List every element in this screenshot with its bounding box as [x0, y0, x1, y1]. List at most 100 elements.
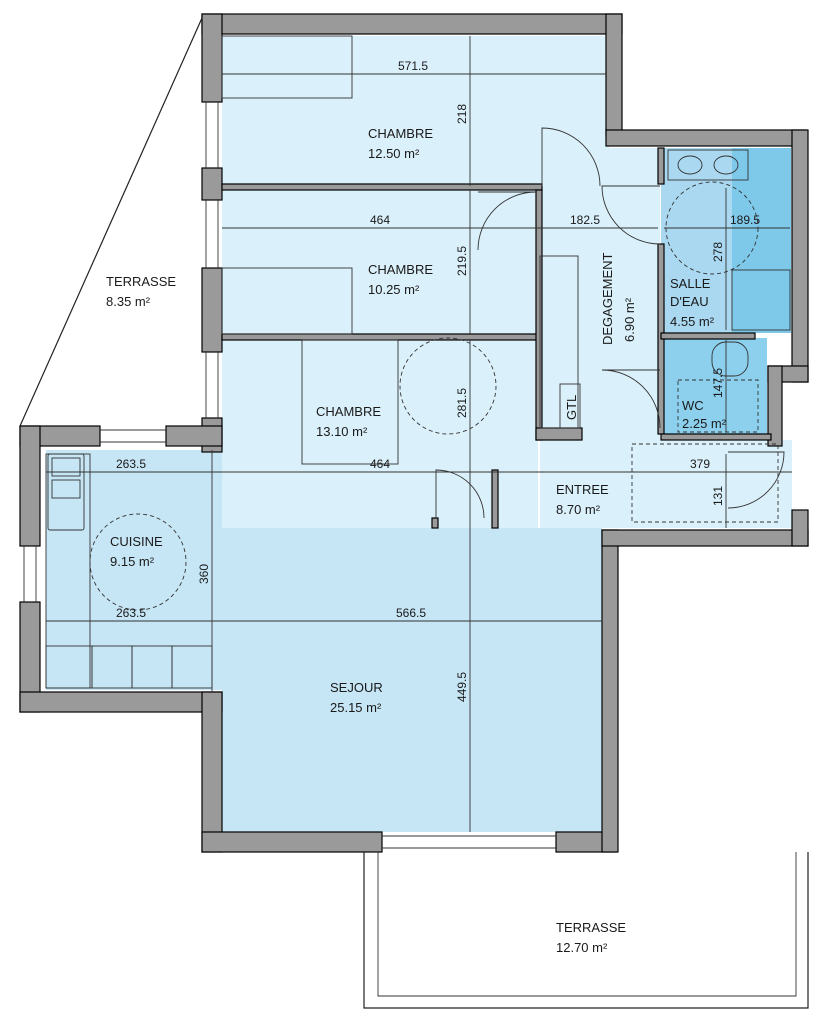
bed-bed3	[301, 339, 399, 465]
wall-top	[201, 13, 623, 35]
wall-cuisine-bottom	[19, 691, 223, 713]
label-cuisine: CUISINE	[110, 534, 163, 549]
label-chambre-3: CHAMBRE	[316, 404, 381, 419]
turning-circle-bed3	[399, 337, 497, 435]
chambre-2-fill	[222, 190, 540, 337]
area-chambre-2: 10.25 m²	[368, 282, 420, 297]
dim-263-5-b: 263.5	[116, 606, 146, 620]
dim-278: 278	[711, 242, 725, 262]
cuisine-fill	[46, 450, 222, 690]
wall-cuisine-left	[19, 425, 41, 547]
doors	[435, 127, 785, 519]
label-salle-deau-1: SALLE	[670, 276, 711, 291]
label-chambre-1: CHAMBRE	[368, 126, 433, 141]
dim-449-5: 449.5	[455, 672, 469, 702]
area-chambre-1: 12.50 m²	[368, 146, 420, 161]
wall-left-bedrooms	[201, 13, 223, 103]
area-cuisine: 9.15 m²	[110, 554, 155, 569]
dim-379: 379	[690, 457, 710, 471]
area-terrasse-bottom: 12.70 m²	[556, 940, 608, 955]
wall-far-right-step2	[767, 365, 783, 447]
label-terrasse-left: TERRASSE	[106, 274, 176, 289]
wall-far-right	[791, 129, 809, 383]
wardrobe-bed2	[221, 267, 353, 335]
double-sink-sde	[667, 149, 749, 181]
dim-182-5: 182.5	[570, 213, 600, 227]
dim-218: 218	[455, 104, 469, 124]
toilet-wc	[711, 341, 749, 377]
wc-fill	[661, 338, 767, 438]
label-chambre-2: CHAMBRE	[368, 262, 433, 277]
door-entree	[727, 451, 785, 509]
wall-sejour-bottom	[201, 831, 383, 853]
entree-clearance	[631, 443, 779, 523]
area-degagement: 6.90 m²	[622, 297, 637, 342]
area-sejour: 25.15 m²	[330, 700, 382, 715]
door-wc	[601, 369, 661, 429]
salle-deau-shower-fill	[732, 148, 791, 333]
dim-360: 360	[197, 564, 211, 584]
wall-bed1-bed2	[221, 183, 543, 191]
label-wc: WC	[682, 398, 704, 413]
wall-right-top	[605, 13, 623, 137]
terrasse-left-outline	[19, 17, 203, 427]
dim-464-a: 464	[370, 213, 390, 227]
wall-sde-wc	[660, 332, 756, 340]
closet-deg	[539, 255, 579, 429]
room-labels: CHAMBRE 12.50 m² CHAMBRE 10.25 m² CHAMBR…	[106, 126, 727, 955]
door-bed3	[435, 469, 485, 519]
terraces	[19, 17, 809, 1009]
door-bed2	[477, 191, 537, 251]
dimension-lines	[46, 36, 792, 832]
windows	[23, 102, 556, 849]
dim-189-5: 189.5	[730, 213, 760, 227]
label-degagement: DEGAGEMENT	[600, 252, 615, 345]
wall-wc-bottom	[660, 433, 772, 441]
terrasse-bottom-outline	[363, 852, 809, 1009]
dim-263-5-a: 263.5	[116, 457, 146, 471]
wall-left-bedrooms-3	[201, 267, 223, 353]
wall-cuisine-top2	[165, 425, 223, 447]
chambre-3-fill	[222, 340, 538, 528]
dim-147-5: 147.5	[711, 368, 725, 398]
fixtures	[45, 35, 791, 689]
wc-clearance	[677, 379, 759, 433]
dim-464-b: 464	[370, 457, 390, 471]
wall-bed3-bottom2	[431, 517, 439, 529]
wall-left-bedrooms-2	[201, 167, 223, 201]
shower-sde	[731, 269, 791, 331]
wall-step-top	[605, 129, 807, 147]
wall-sde-left	[657, 147, 665, 185]
area-salle-deau: 4.55 m²	[670, 314, 715, 329]
label-terrasse-bottom: TERRASSE	[556, 920, 626, 935]
dim-566-5: 566.5	[396, 606, 426, 620]
dimension-labels: 571.5 218 464 219.5 182.5 189.5 278 281.…	[116, 59, 760, 702]
area-chambre-3: 13.10 m²	[316, 424, 368, 439]
walls	[19, 13, 809, 853]
label-salle-deau-2: D'EAU	[670, 294, 709, 309]
wall-gtl	[535, 427, 583, 441]
wardrobe-bed1	[221, 35, 353, 99]
label-gtl: GTL	[564, 395, 579, 420]
door-bed1	[541, 127, 601, 187]
label-entree: ENTREE	[556, 482, 609, 497]
dim-281-5: 281.5	[455, 388, 469, 418]
dim-131: 131	[711, 486, 725, 506]
room-fills	[46, 36, 792, 832]
wall-sejour-right	[601, 529, 619, 853]
area-wc: 2.25 m²	[682, 416, 727, 431]
wall-entree-right	[791, 509, 809, 547]
wall-bed2-bed3	[221, 333, 541, 341]
door-sde	[601, 185, 661, 245]
area-entree: 8.70 m²	[556, 502, 601, 517]
wall-sejour-left	[201, 691, 223, 853]
wall-entree-bottom	[601, 529, 809, 547]
wall-bed3-bottom	[491, 469, 499, 529]
wall-deg-left	[535, 189, 543, 441]
label-sejour: SEJOUR	[330, 680, 383, 695]
dim-219-5: 219.5	[455, 246, 469, 276]
area-terrasse-left: 8.35 m²	[106, 294, 151, 309]
dim-571-5: 571.5	[398, 59, 428, 73]
entree-fill	[540, 440, 792, 528]
